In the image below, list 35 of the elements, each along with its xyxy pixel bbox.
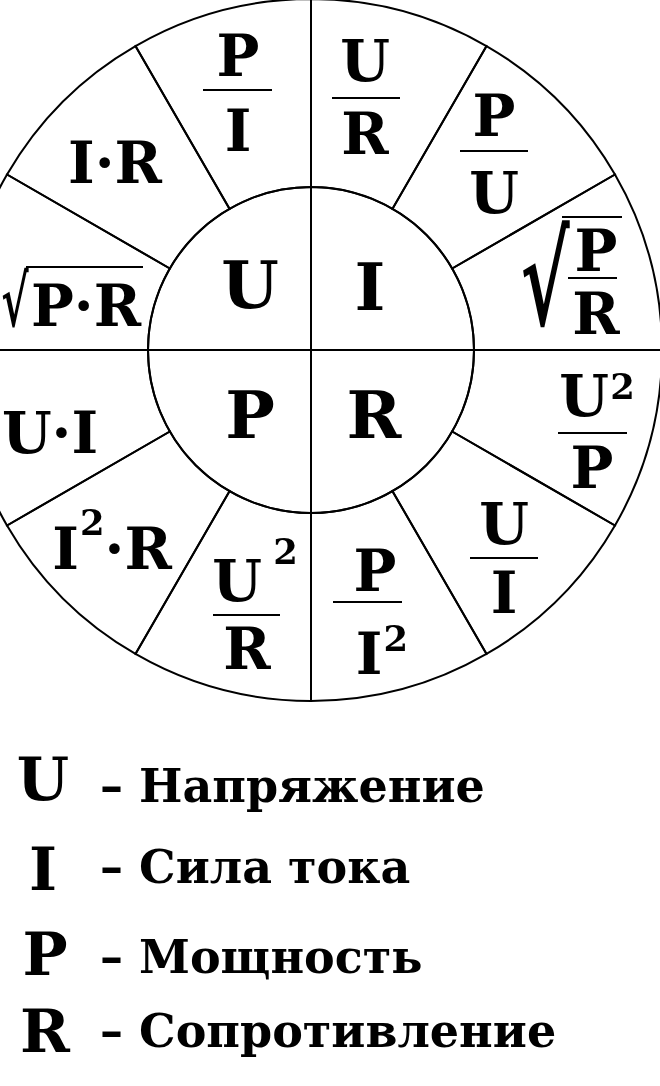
- denominator: R: [341, 104, 389, 162]
- numerator: U: [479, 494, 529, 552]
- denominator: I$^{2}$: [355, 622, 409, 682]
- radical-sign: √: [1, 266, 29, 338]
- denominator: R: [223, 619, 271, 677]
- quantity-name: – Мощность: [100, 934, 423, 981]
- radicand: P·R: [30, 276, 142, 334]
- denominator: R: [572, 284, 620, 342]
- denominator: U: [469, 163, 519, 221]
- numerator: P: [353, 541, 397, 599]
- numerator: U$^{2}$: [212, 535, 298, 609]
- numerator: P: [472, 86, 516, 144]
- numerator: U$^{2}$: [559, 366, 635, 424]
- numerator: U: [340, 31, 390, 89]
- numerator: P: [574, 221, 618, 279]
- denominator: P: [570, 438, 614, 496]
- quantity-symbol: I: [354, 254, 386, 321]
- formula: U·I: [1, 403, 99, 461]
- quantity-symbol: U: [221, 252, 279, 319]
- radical-sign: √: [520, 216, 570, 344]
- quantity-name: – Напряжение: [100, 763, 485, 810]
- quantity-symbol: P: [225, 382, 275, 449]
- denominator: I: [224, 101, 252, 159]
- formula: I$^{2}$·R: [52, 505, 172, 577]
- denominator: I: [490, 563, 518, 621]
- ring-sector: [450, 172, 660, 352]
- quantity-symbol: R: [20, 1001, 70, 1062]
- quantity-symbol: I: [28, 839, 58, 900]
- quantity-symbol: R: [346, 382, 402, 449]
- quantity-name: – Сопротивление: [100, 1008, 557, 1055]
- formula: I·R: [68, 133, 162, 191]
- quantity-symbol: P: [22, 924, 68, 985]
- quantity-symbol: U: [16, 749, 70, 810]
- numerator: P: [216, 26, 260, 84]
- quantity-name: – Сила тока: [100, 844, 411, 891]
